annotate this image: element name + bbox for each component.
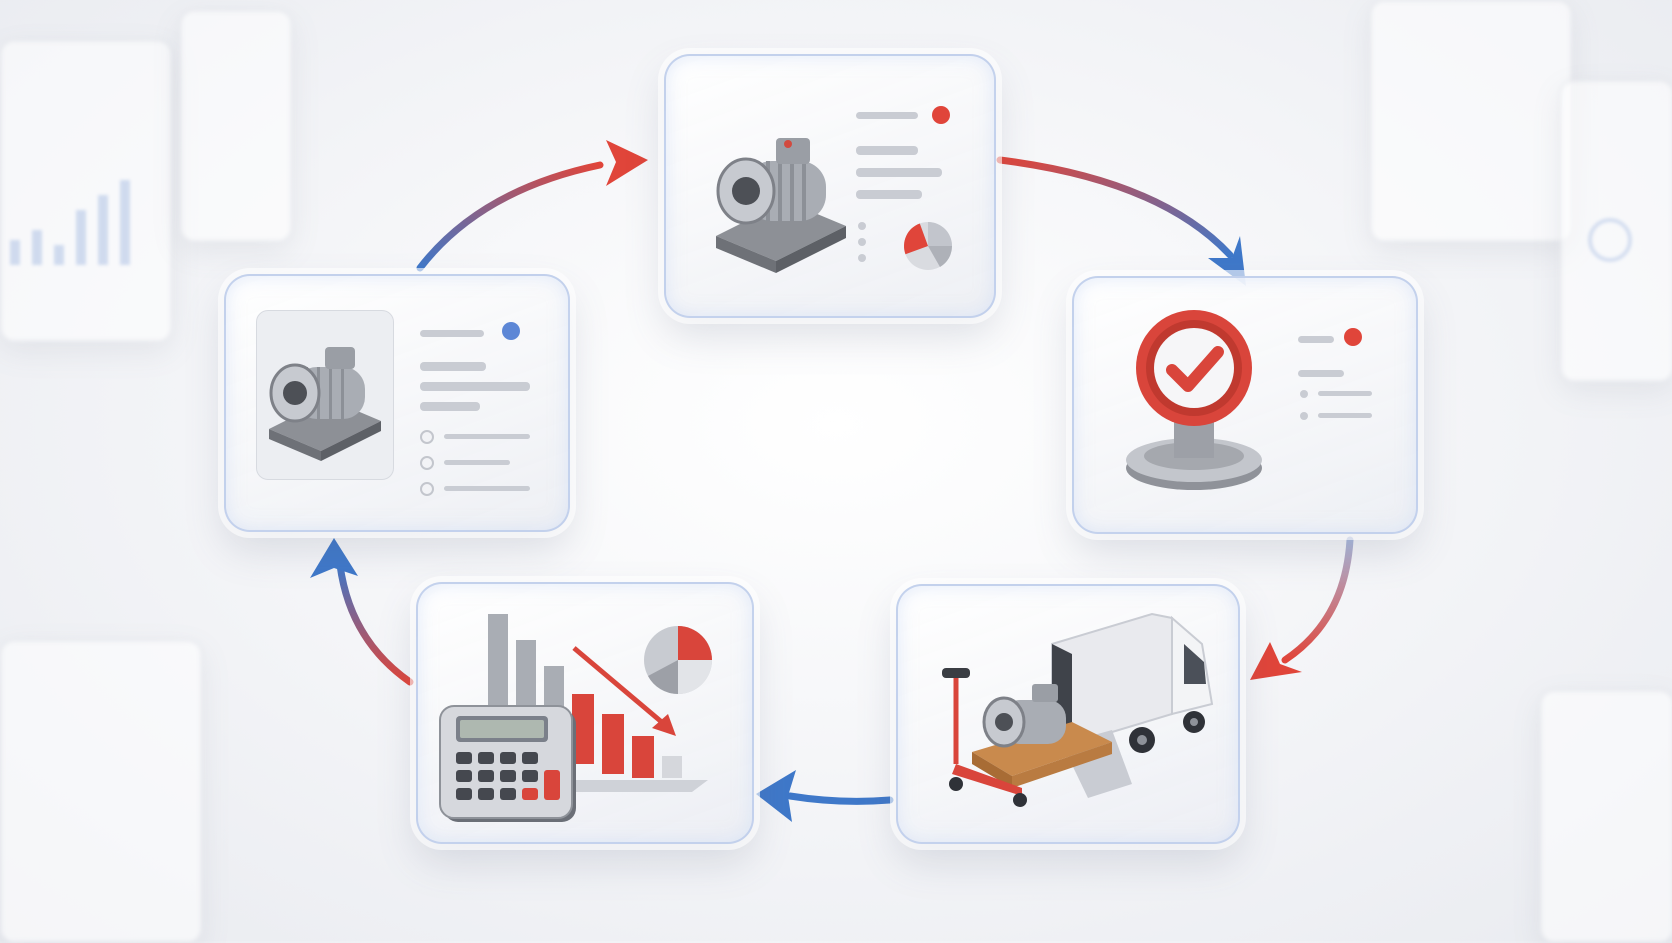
pie-chart-icon [904, 222, 953, 270]
arrow-spec-to-check [996, 156, 1234, 259]
pie-chart-icon [644, 626, 712, 694]
catalog-line-3 [420, 382, 530, 391]
background-panel-right-top [1370, 0, 1572, 242]
check-line-3 [1318, 391, 1372, 396]
electric-motor-icon [716, 138, 846, 273]
background-panel-left-top [0, 40, 172, 342]
arrow-head-red-top-left [606, 140, 648, 186]
background-panel-right-top-2 [1560, 80, 1672, 382]
arrow-catalog-to-spec [416, 161, 604, 272]
arrow-head-blue-left [310, 538, 358, 578]
option-line-1 [444, 434, 530, 439]
background-panel-right-bottom [1540, 690, 1672, 943]
arrow-head-blue-bottom [756, 770, 796, 822]
background-panel-left-bottom [0, 640, 202, 943]
status-dot-red [932, 106, 950, 124]
electric-motor-icon [269, 347, 381, 461]
option-line-3 [444, 486, 530, 491]
radio-option-3 [420, 482, 434, 496]
option-line-2 [444, 460, 510, 465]
arrow-cost-to-catalog [336, 561, 414, 686]
card-cost-analysis [416, 582, 754, 844]
catalog-line-2 [420, 362, 486, 371]
bullet-2 [858, 238, 866, 246]
bullet-2 [1300, 412, 1308, 420]
spec-line-4 [856, 190, 922, 199]
radio-option-2 [420, 456, 434, 470]
product-image-frame [256, 310, 394, 480]
check-line-1 [1298, 336, 1334, 343]
background-panel-left-top-2 [180, 10, 292, 242]
bullet-3 [858, 254, 866, 262]
arrow-delivery-to-cost [786, 792, 894, 805]
delivery-truck-icon [942, 612, 1214, 807]
approval-stamp-icon [1126, 310, 1262, 490]
check-line-4 [1318, 413, 1372, 418]
arrow-head-blue-top-right [1208, 236, 1246, 286]
catalog-line-4 [420, 402, 480, 411]
spec-line-2 [856, 146, 918, 155]
background-gauge-icon [1588, 218, 1632, 262]
card-quality-check [1072, 276, 1418, 534]
status-dot-red [1344, 328, 1362, 346]
card-delivery [896, 584, 1240, 844]
spec-line-3 [856, 168, 942, 177]
spec-line-1 [856, 112, 918, 119]
card-product-catalog [224, 274, 570, 532]
bullet-1 [1300, 390, 1308, 398]
calculator-icon [439, 705, 576, 822]
card-product-spec [664, 54, 996, 318]
background-bar-chart [10, 180, 130, 265]
catalog-line-1 [420, 330, 484, 337]
radio-option-1 [420, 430, 434, 444]
status-dot-blue [502, 322, 520, 340]
check-line-2 [1298, 370, 1344, 377]
bullet-1 [858, 222, 866, 230]
arrow-head-red-right [1250, 642, 1302, 680]
arrow-check-to-delivery [1281, 536, 1354, 664]
